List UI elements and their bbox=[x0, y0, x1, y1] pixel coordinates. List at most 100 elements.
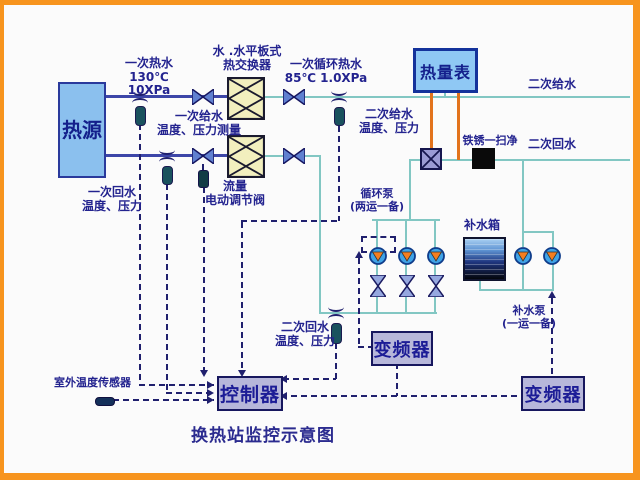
label-circ-pump-line2: (两运一备) bbox=[349, 199, 405, 213]
label-exchanger-line1: 水 .水平板式 bbox=[212, 44, 282, 58]
label-primary-return-measure: 一次回水 温度、压力 bbox=[70, 185, 154, 213]
circulation-pump3-icon bbox=[427, 247, 445, 269]
sensor3-fitting2-icon bbox=[331, 98, 347, 108]
makeup-pump1-outlet bbox=[522, 264, 524, 291]
pump1-valve-icon bbox=[368, 274, 388, 301]
label-primary-hot-line2: 130℃ 10XPa bbox=[127, 69, 171, 97]
label-ss-meas-line1: 二次给水 bbox=[364, 107, 413, 121]
circulation-pump1-icon bbox=[369, 247, 387, 269]
outdoor-sensor-icon bbox=[95, 397, 115, 406]
wire-vfd1-pump bbox=[358, 258, 360, 347]
primary-supply-valve-icon bbox=[191, 87, 215, 109]
valve3-drop bbox=[434, 296, 436, 313]
label-sr-meas-line1: 二次回水 bbox=[280, 320, 329, 334]
sensor2-fitting-icon bbox=[159, 145, 175, 155]
label-primary-supply-measure: 一次给水 温度、压力测量 bbox=[143, 109, 255, 137]
frame-left bbox=[0, 0, 4, 480]
pump3-outlet bbox=[434, 264, 436, 276]
arrow-into-controller-top2 bbox=[238, 370, 246, 377]
arrow-into-controller-top1 bbox=[200, 370, 208, 377]
label-flow-line1: 流量 bbox=[222, 179, 247, 193]
wire-sensor4 bbox=[335, 343, 337, 379]
label-exchanger-line2: 热交换器 bbox=[222, 57, 271, 72]
frame-right bbox=[633, 0, 640, 480]
wire-sensor3-v bbox=[241, 222, 243, 371]
pump-bottom-manifold bbox=[319, 312, 437, 314]
valve-actuator-icon bbox=[198, 170, 209, 188]
sensor4-fitting2-icon bbox=[328, 314, 344, 324]
controller-box: 控制器 bbox=[217, 376, 283, 411]
primary-supply-pipe bbox=[100, 95, 227, 98]
label-sr-meas-line2: 温度、压力 bbox=[274, 333, 335, 348]
makeup-top-manifold bbox=[522, 231, 554, 233]
wire-sensor2-h bbox=[166, 392, 214, 394]
heat-meter-box: 热量表 bbox=[413, 48, 478, 93]
arrow-into-controller-right1 bbox=[280, 375, 287, 383]
sensor3-probe-icon bbox=[334, 107, 345, 126]
arrow-vfd1-to-pump bbox=[355, 251, 363, 258]
makeup-pump2-outlet bbox=[552, 264, 554, 291]
diagram-title: 换热站监控示意图 bbox=[191, 426, 335, 446]
wire-sensor1-h bbox=[139, 384, 214, 386]
wire-sensor3-h bbox=[241, 220, 339, 222]
arrow-into-controller-1 bbox=[207, 381, 214, 389]
heat-source-box: 热源 bbox=[58, 82, 106, 178]
meter-signal-line-1 bbox=[430, 86, 433, 150]
label-rust-filter: 铁锈一扫净 bbox=[462, 134, 518, 147]
label-secondary-supply: 二次给水 bbox=[527, 77, 576, 91]
arrow-into-controller-3 bbox=[207, 396, 214, 404]
vfd-makeup-box: 变频器 bbox=[521, 376, 585, 411]
pump3-inlet bbox=[434, 221, 436, 248]
makeup-water-tank bbox=[463, 237, 506, 281]
secondary-riser-pipe bbox=[319, 155, 321, 314]
valve-actuator-stem bbox=[202, 164, 204, 172]
sensor3-fitting-icon bbox=[331, 86, 347, 96]
wire-controller-vfd bbox=[281, 395, 522, 397]
wire-vfd1-left bbox=[358, 346, 372, 348]
label-circ-pump-line1: 循环泵 bbox=[360, 187, 394, 200]
secondary-supply-valve-icon bbox=[282, 87, 306, 109]
label-ss-meas-line2: 温度、压力 bbox=[358, 120, 419, 135]
pump1-inlet bbox=[376, 221, 378, 248]
wire-outdoor-sensor bbox=[113, 399, 214, 401]
wire-sensor3 bbox=[338, 126, 340, 221]
sensor1-fitting-icon bbox=[132, 86, 148, 96]
pump-top-manifold bbox=[372, 219, 440, 221]
label-primary-circ-line2: 85℃ 1.0XPa bbox=[284, 70, 368, 85]
label-primary-supply-line1: 一次给水 bbox=[174, 109, 223, 123]
makeup-pump1-icon bbox=[514, 247, 532, 269]
meter-signal-line-2 bbox=[457, 86, 460, 160]
label-heat-exchanger: 水 .水平板式 热交换器 bbox=[205, 44, 289, 72]
sensor2-probe-icon bbox=[162, 166, 173, 185]
label-makeup-pump: 补水泵 (一运一备) bbox=[496, 304, 562, 330]
label-makeup-pump-line2: (一运一备) bbox=[501, 316, 557, 330]
label-outdoor-sensor: 室外温度传感器 bbox=[54, 376, 131, 389]
label-primary-circ-water: 一次循环热水 85℃ 1.0XPa bbox=[283, 57, 369, 85]
label-flow-valve: 流量 电动调节阀 bbox=[196, 179, 274, 207]
wire-valve-actuator bbox=[203, 187, 205, 371]
wire-sensor1 bbox=[139, 124, 141, 386]
makeup-bottom-manifold bbox=[479, 289, 554, 291]
sensor1-fitting2-icon bbox=[132, 98, 148, 108]
arrow-into-controller-right2 bbox=[280, 392, 287, 400]
label-makeup-pump-line1: 补水泵 bbox=[512, 304, 546, 317]
pump2-valve-icon bbox=[397, 274, 417, 301]
heat-exchanger-2 bbox=[226, 134, 266, 182]
sensor4-probe-icon bbox=[331, 323, 342, 344]
arrow-into-controller-2 bbox=[207, 389, 214, 397]
makeup-pump2-inlet bbox=[552, 231, 554, 247]
heat-exchanger-1 bbox=[226, 76, 266, 124]
label-secondary-supply-measure: 二次给水 温度、压力 bbox=[352, 107, 426, 135]
wire-sensor4-h bbox=[283, 378, 336, 380]
makeup-pump2-icon bbox=[543, 247, 561, 269]
frame-top bbox=[0, 0, 640, 5]
arrow-vfd2-to-pump bbox=[548, 291, 556, 298]
circulation-pump2-icon bbox=[398, 247, 416, 269]
mixing-valve-icon bbox=[420, 148, 442, 174]
label-primary-hot-water: 一次热水 130℃ 10XPa bbox=[106, 56, 192, 98]
valve1-drop bbox=[376, 296, 378, 313]
label-primary-return-line2: 温度、压力 bbox=[81, 198, 142, 213]
sensor1-probe-icon bbox=[135, 106, 146, 126]
label-secondary-return-measure: 二次回水 温度、压力 bbox=[270, 320, 340, 348]
